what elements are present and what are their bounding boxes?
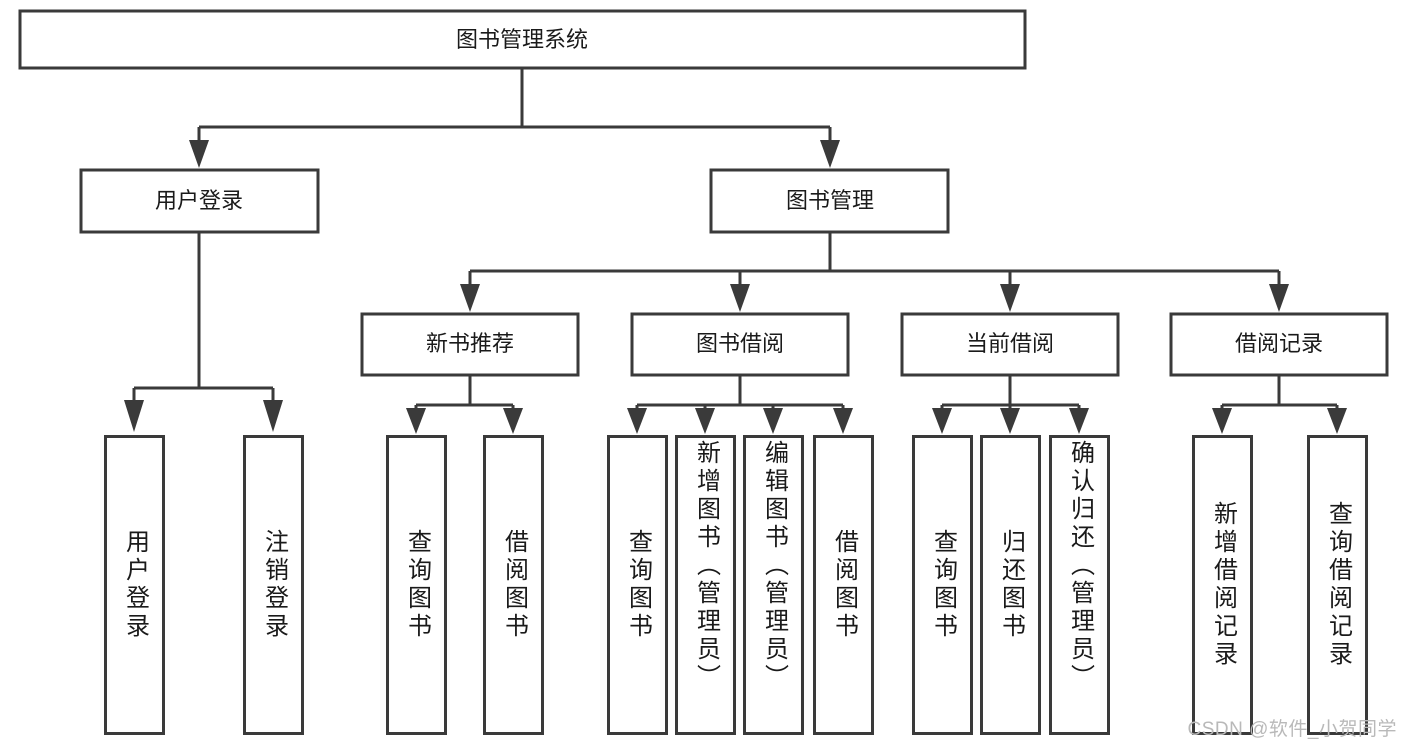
leaf-label-cb-confirm-return: 确认归还（管理员）: [1066, 440, 1094, 692]
arrowhead-bb-leaf-4: [833, 408, 853, 434]
node-book-manage[interactable]: 图书管理: [709, 168, 950, 234]
leaf-label-nbr-borrow-book: 借阅图书: [500, 529, 528, 641]
arrowhead-nbr-leaf-2: [503, 408, 523, 434]
leaf-box-bb-query-book[interactable]: 查询图书: [607, 435, 668, 735]
borrow-record-label: 借阅记录: [1235, 331, 1323, 356]
node-book-borrow[interactable]: 图书借阅: [630, 312, 850, 377]
connector-new-book-rec-to-leaves: [406, 375, 523, 434]
arrowhead-to-current-borrow: [1000, 284, 1020, 312]
book-borrow-label: 图书借阅: [696, 331, 784, 356]
arrowhead-to-leaf-logout: [263, 400, 283, 432]
leaf-box-bb-edit-book[interactable]: 编辑图书（管理员）: [743, 435, 804, 735]
leaf-label-bb-add-book: 新增图书（管理员）: [692, 440, 720, 692]
current-borrow-label: 当前借阅: [966, 331, 1054, 356]
node-root[interactable]: 图书管理系统: [18, 9, 1027, 70]
connector-root-to-level2: [189, 68, 840, 168]
arrowhead-to-book-manage: [820, 140, 840, 168]
arrowhead-bb-leaf-1: [627, 408, 647, 434]
node-current-borrow[interactable]: 当前借阅: [900, 312, 1120, 377]
csdn-watermark: CSDN @软件_小贺同学: [1187, 719, 1397, 740]
leaf-label-cb-return-book: 归还图书: [997, 529, 1025, 641]
leaf-label-bb-edit-book: 编辑图书（管理员）: [760, 440, 788, 692]
arrowhead-to-borrow-record: [1269, 284, 1289, 312]
arrowhead-br-leaf-1: [1212, 408, 1232, 434]
leaf-box-br-add-record[interactable]: 新增借阅记录: [1192, 435, 1253, 735]
root-label: 图书管理系统: [456, 27, 588, 52]
leaf-box-nbr-query-book[interactable]: 查询图书: [386, 435, 447, 735]
leaf-box-nbr-borrow-book[interactable]: 借阅图书: [483, 435, 544, 735]
arrowhead-to-leaf-user-login: [124, 400, 144, 432]
node-user-login[interactable]: 用户登录: [79, 168, 320, 234]
leaf-label-br-add-record: 新增借阅记录: [1209, 501, 1237, 669]
leaf-label-logout: 注销登录: [260, 529, 288, 641]
leaf-box-br-query-record[interactable]: 查询借阅记录: [1307, 435, 1368, 735]
arrowhead-to-new-book-rec: [460, 284, 480, 312]
leaf-box-bb-borrow-book[interactable]: 借阅图书: [813, 435, 874, 735]
arrowhead-cb-leaf-1: [932, 408, 952, 434]
book-borrow-box[interactable]: [630, 312, 850, 377]
leaf-box-user-login[interactable]: 用户登录: [104, 435, 165, 735]
arrowhead-bb-leaf-2: [695, 408, 715, 434]
node-new-book-rec[interactable]: 新书推荐: [360, 312, 580, 377]
connector-book-manage-to-level3: [460, 232, 1289, 312]
leaf-box-cb-confirm-return[interactable]: 确认归还（管理员）: [1049, 435, 1110, 735]
current-borrow-box[interactable]: [900, 312, 1120, 377]
book-manage-label: 图书管理: [786, 188, 874, 213]
new-book-rec-box[interactable]: [360, 312, 580, 377]
arrowhead-cb-leaf-3: [1069, 408, 1089, 434]
arrowhead-bb-leaf-3: [763, 408, 783, 434]
leaf-box-cb-query-book[interactable]: 查询图书: [912, 435, 973, 735]
connector-book-borrow-to-leaves: [627, 375, 853, 434]
leaf-label-bb-borrow-book: 借阅图书: [830, 529, 858, 641]
leaf-box-logout[interactable]: 注销登录: [243, 435, 304, 735]
leaf-box-bb-add-book[interactable]: 新增图书（管理员）: [675, 435, 736, 735]
leaf-label-cb-query-book: 查询图书: [929, 529, 957, 641]
user-login-label: 用户登录: [155, 188, 243, 213]
root-box[interactable]: [18, 9, 1027, 70]
leaf-label-br-query-record: 查询借阅记录: [1324, 501, 1352, 669]
leaf-label-bb-query-book: 查询图书: [624, 529, 652, 641]
connector-current-borrow-to-leaves: [932, 375, 1089, 434]
leaf-box-cb-return-book[interactable]: 归还图书: [980, 435, 1041, 735]
connector-borrow-record-to-leaves: [1212, 375, 1347, 434]
leaf-label-nbr-query-book: 查询图书: [403, 529, 431, 641]
new-book-rec-label: 新书推荐: [426, 331, 514, 356]
arrowhead-nbr-leaf-1: [406, 408, 426, 434]
node-borrow-record[interactable]: 借阅记录: [1169, 312, 1389, 377]
arrowhead-cb-leaf-2: [1000, 408, 1020, 434]
arrowhead-to-user-login: [189, 140, 209, 168]
leaf-label-user-login: 用户登录: [121, 529, 149, 641]
arrowhead-to-book-borrow: [730, 284, 750, 312]
arrowhead-br-leaf-2: [1327, 408, 1347, 434]
connector-user-login-to-leaves: [124, 232, 283, 432]
